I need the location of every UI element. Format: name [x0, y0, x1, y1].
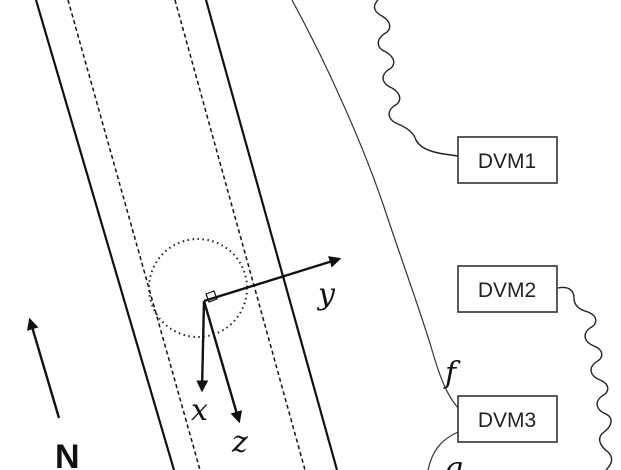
y-axis-label: y: [316, 277, 336, 312]
dvm2-box: DVM2: [457, 265, 558, 313]
wavy-wire-dvm2: [557, 286, 613, 470]
north-arrow: [26, 317, 61, 419]
wire-label-f: f: [443, 356, 461, 391]
dvm1-box: DVM1: [457, 136, 558, 184]
x-axis-label: x: [191, 393, 208, 428]
y-axis-arrow: [203, 256, 342, 303]
x-axis-arrow: [196, 300, 209, 393]
channel-outer-right-wall: [204, 0, 339, 470]
z-axis-arrow: [202, 300, 243, 424]
right-angle-marker: [205, 290, 218, 303]
dvm3-box: DVM3: [457, 395, 558, 443]
dotted-circle: [148, 238, 248, 338]
wire-label-g: g: [444, 451, 463, 470]
channel-inner-left-dashed: [67, 0, 201, 470]
channel-inner-right-dashed: [174, 0, 306, 470]
dvm1-label: DVM1: [478, 150, 536, 173]
dvm2-label: DVM2: [478, 279, 536, 302]
dvm3-label: DVM3: [478, 409, 536, 432]
channel-outer-left-wall: [34, 0, 176, 470]
z-axis-label: z: [231, 425, 248, 460]
wire-f: [291, 0, 461, 411]
wire-g: [427, 431, 459, 470]
north-label: N: [55, 438, 80, 470]
wavy-wire-dvm1: [373, 0, 459, 157]
